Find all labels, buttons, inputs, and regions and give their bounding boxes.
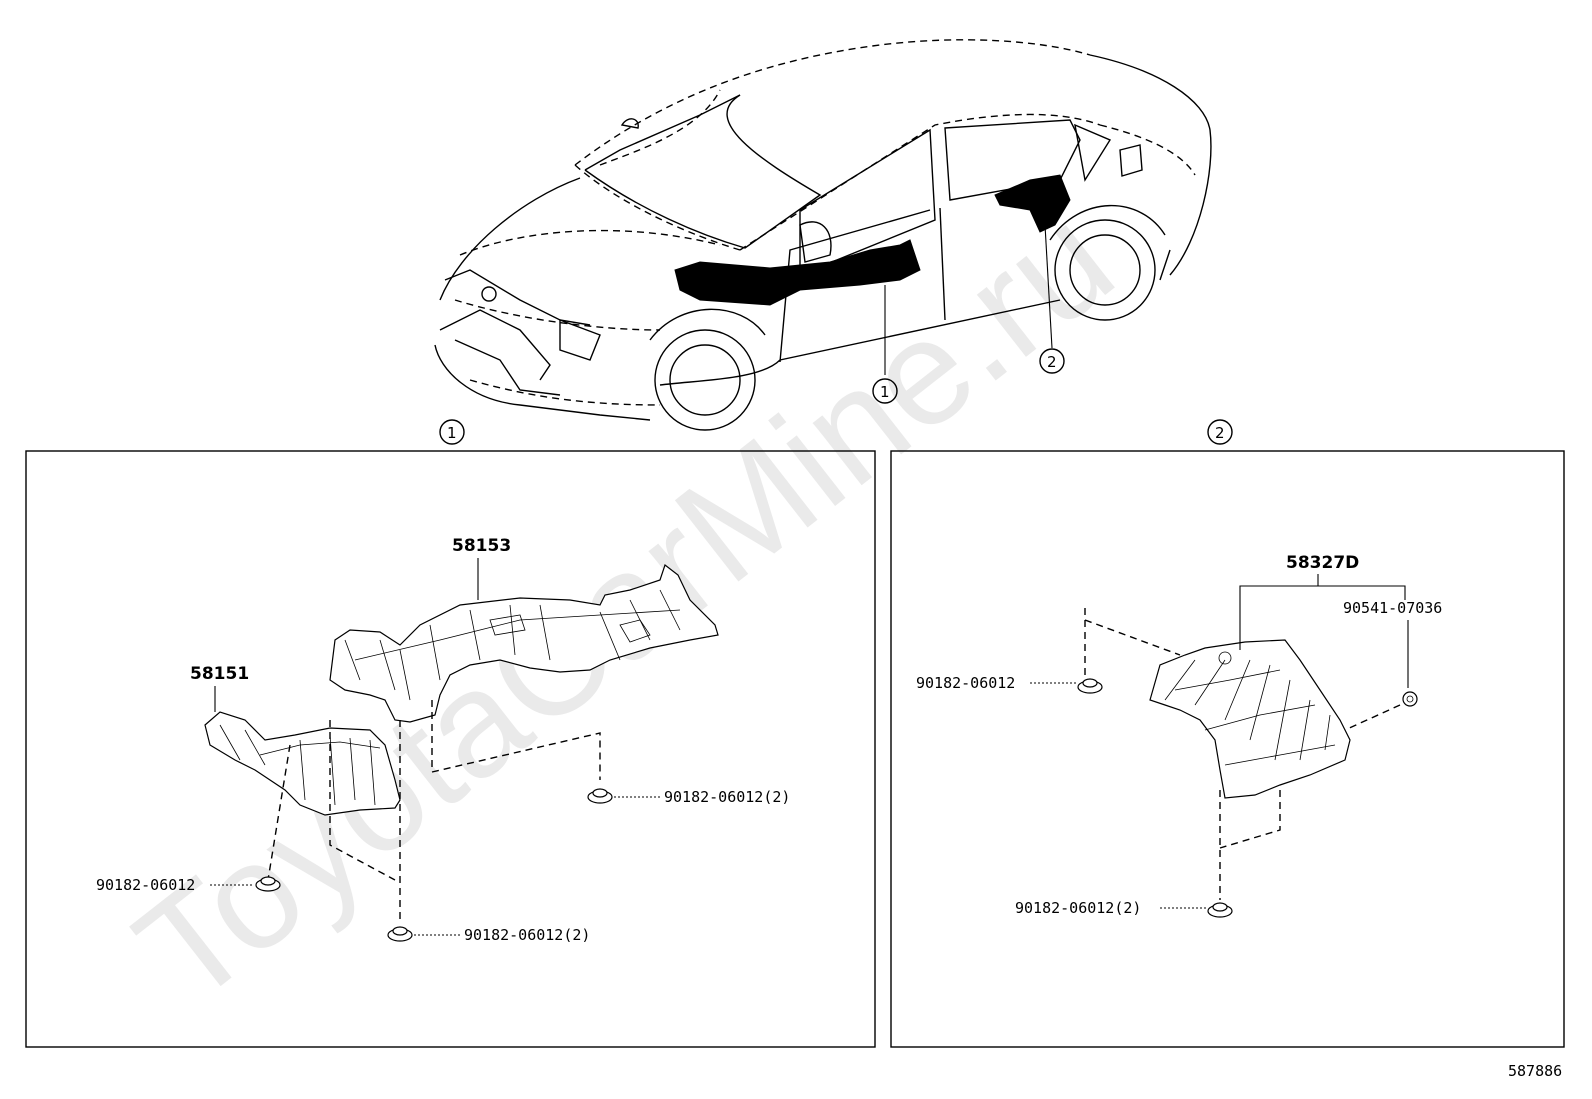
panel-2-parts: 58327D 90541-07036 90182-06012 90182-060… — [916, 553, 1442, 918]
label-58327D: 58327D — [1286, 553, 1359, 573]
silencer-58151 — [204, 711, 401, 816]
label-clip-90182-06012-2-b: 90182-06012(2) — [464, 926, 590, 944]
floor-silencer-front-region — [674, 239, 921, 306]
car-callout-2: 2 — [1047, 353, 1057, 371]
silencer-58327D — [1149, 639, 1351, 799]
panel-1-frame — [25, 450, 876, 1048]
label-clip-90182-06012: 90182-06012 — [916, 674, 1015, 692]
clip-icon — [1077, 678, 1103, 694]
clip-icon — [587, 788, 613, 804]
label-58151: 58151 — [190, 664, 249, 684]
clip-icon — [387, 926, 413, 942]
label-clip-90182-06012: 90182-06012 — [96, 876, 195, 894]
silencer-58153 — [329, 564, 719, 723]
label-clip-90182-06012-2: 90182-06012(2) — [1015, 899, 1141, 917]
panel-2-frame — [890, 450, 1565, 1048]
floor-silencer-rear-region — [994, 174, 1071, 233]
clip-icon — [255, 876, 281, 892]
clip-icon — [1207, 902, 1233, 918]
panel-2-index: 2 — [1215, 424, 1225, 442]
panel-1-parts: 58153 58151 90182-06012(2) 90182-06012 9… — [96, 536, 790, 944]
nut-icon — [1402, 691, 1418, 707]
label-58153: 58153 — [452, 536, 511, 556]
diagram-id: 587886 — [1508, 1062, 1562, 1080]
label-clip-90182-06012-2-a: 90182-06012(2) — [664, 788, 790, 806]
car-callout-1: 1 — [880, 383, 890, 401]
label-nut-90541-07036: 90541-07036 — [1343, 599, 1442, 617]
car-illustration: 1 2 — [434, 39, 1212, 431]
panel-1-index: 1 — [447, 424, 457, 442]
